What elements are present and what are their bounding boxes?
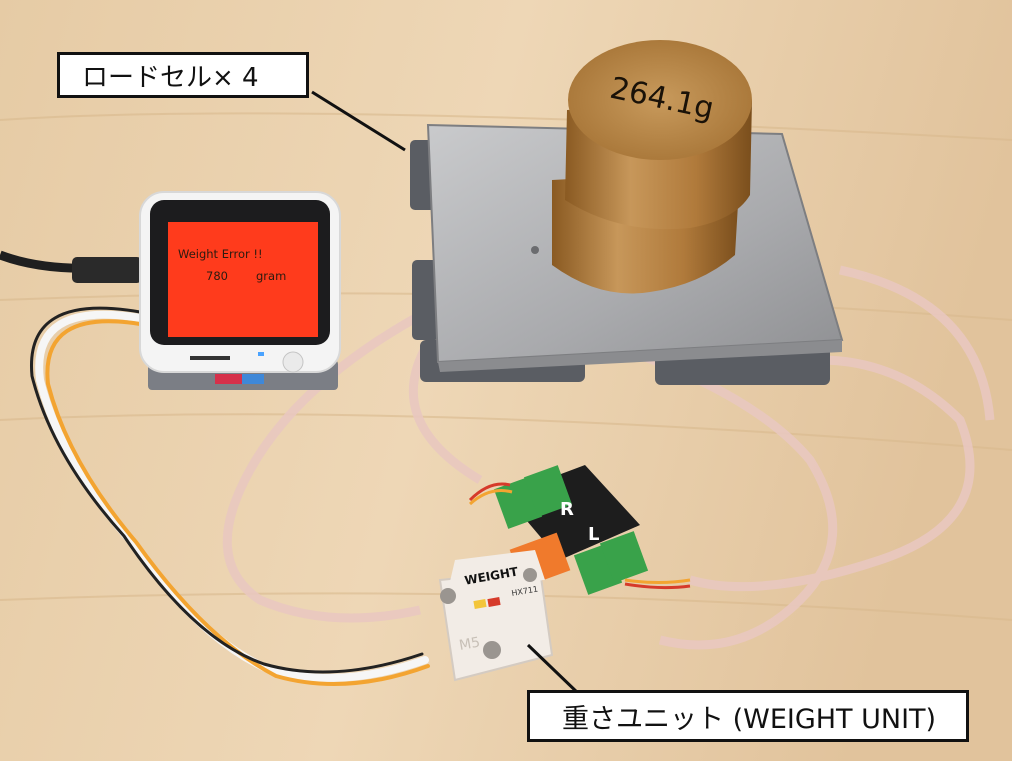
load-cell-leader-line — [311, 90, 406, 152]
sd-card-slot — [190, 356, 230, 360]
mount-hole — [523, 568, 537, 582]
plate-screw-hole — [531, 246, 539, 254]
led-indicator — [258, 352, 264, 356]
unit-wires — [468, 482, 691, 590]
terminal-label-r: R — [560, 499, 574, 520]
device-screen — [168, 222, 318, 337]
weight-unit-label-text: 重さユニット (WEIGHT UNIT) — [562, 703, 937, 735]
terminal-board: R L — [493, 465, 649, 595]
usb-plug — [72, 257, 142, 283]
power-button — [282, 351, 304, 373]
screen-value: 780 — [206, 269, 228, 283]
load-cell-label: ロードセル× 4 — [57, 52, 309, 98]
screen-unit: gram — [256, 269, 286, 283]
screen-line1: Weight Error !! — [178, 247, 263, 261]
weight-unit: WEIGHT HX711 M5 — [438, 550, 554, 682]
mount-hole — [483, 641, 501, 659]
grove-cable — [29, 306, 430, 686]
m5-device: Weight Error !! 780 gram — [139, 191, 341, 390]
weight-unit-label: 重さユニット (WEIGHT UNIT) — [527, 690, 969, 742]
weight-unit-leader-line — [526, 643, 582, 697]
terminal-label-l: L — [588, 524, 599, 545]
brass-weight: 264.1g — [552, 40, 752, 294]
load-cell-label-text: ロードセル× 4 — [82, 62, 259, 93]
mount-hole — [440, 588, 456, 604]
unit-logo: M5 — [458, 635, 481, 654]
